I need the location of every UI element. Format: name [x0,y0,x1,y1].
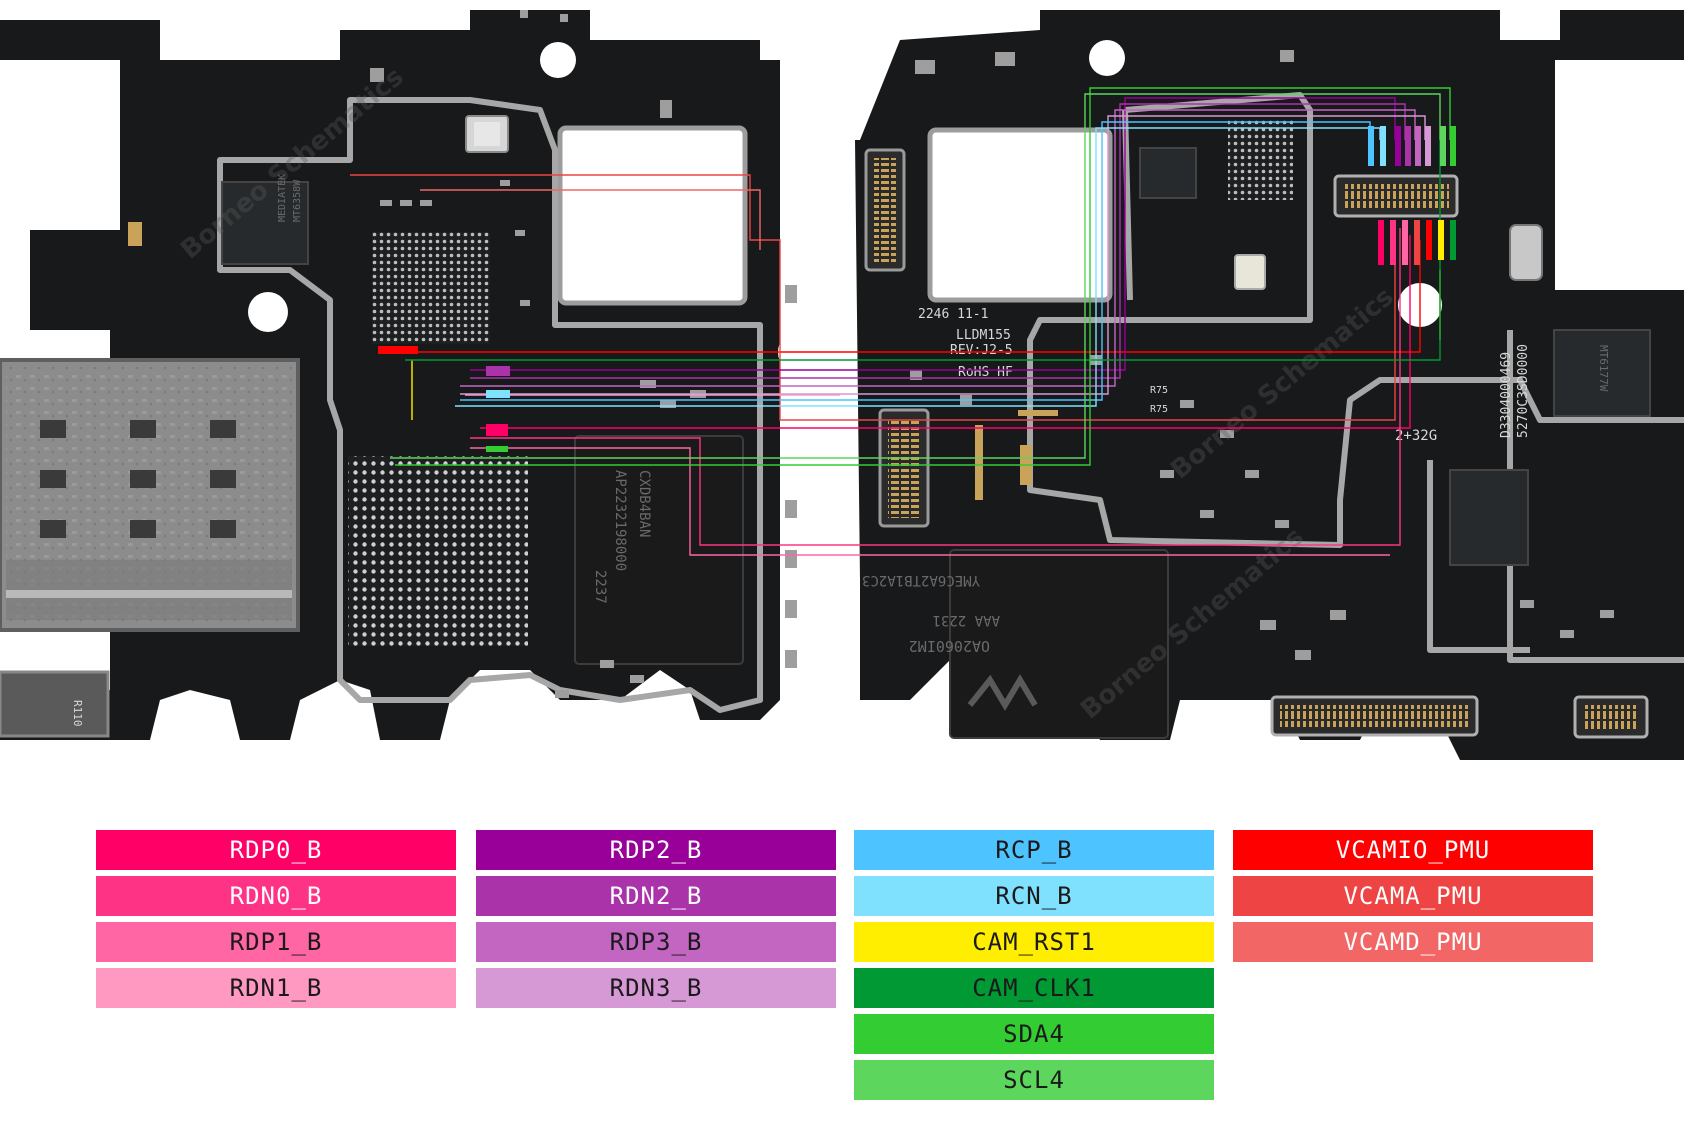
emmc-line1: YMEC6A2TB1A2C3 [862,572,980,588]
legend-swatch: SCL4 [854,1060,1214,1100]
legend-swatch: RDN3_B [476,968,836,1008]
legend-swatch: CAM_RST1 [854,922,1214,962]
legend-swatch: RDP3_B [476,922,836,962]
legend-swatch: RDN0_B [96,876,456,916]
legend-swatch: VCAMD_PMU [1233,922,1593,962]
silk-rohs: RoHS HF [958,365,1013,380]
silk-resistor-2: R75 [1150,404,1168,415]
nand-line3: 2237 [592,570,608,604]
nand-line2: AP2232198000 [612,470,628,571]
legend-swatch: RDP0_B [96,830,456,870]
emmc-line2: OA2060IM2 [909,637,990,655]
silk-serial-2: 5270C3SD0000 [1516,344,1531,438]
legend-swatch: RDN2_B [476,876,836,916]
left-board: MEDIATEK MT6358W CXDB4BAN AP2232198000 2… [0,10,822,740]
legend-swatch: RDN1_B [96,968,456,1008]
legend-swatch: RCP_B [854,830,1214,870]
right-board: YMEC6A2TB1A2C3 OA2060IM2 AAA 2231 MT6177… [855,10,1684,760]
pcb-board-photo: MEDIATEK MT6358W CXDB4BAN AP2232198000 2… [0,10,1684,760]
legend-swatch: CAM_CLK1 [854,968,1214,1008]
pmic-line2: MT6358W [292,179,303,222]
small-ic-mark: MT6177W [1597,345,1610,392]
legend-swatch: RDP1_B [96,922,456,962]
emmc-line3: AAA 2231 [933,612,1000,628]
legend-swatch: SDA4 [854,1014,1214,1054]
legend-swatch: VCAMIO_PMU [1233,830,1593,870]
silk-model: LLDM155 [956,328,1011,343]
silk-serial-1: D3304000469 [1499,352,1514,438]
silk-resistor-1: R75 [1150,385,1168,396]
trace-highlights [378,126,1456,452]
nand-line1: CXDB4BAN [636,470,652,537]
pmic-line1: MEDIATEK [277,174,288,222]
pcb-board-illustration: MEDIATEK MT6358W CXDB4BAN AP2232198000 2… [0,10,1684,760]
legend-swatch: RDP2_B [476,830,836,870]
silk-revision: REV:J2-5 [950,343,1013,358]
silk-cap-mark: 2+32G [1395,428,1437,444]
legend-swatch: RCN_B [854,876,1214,916]
legend-swatch: VCAMA_PMU [1233,876,1593,916]
svg-text:R110: R110 [71,700,84,727]
silk-date-code: 2246 11-1 [918,307,988,322]
signal-traces [350,87,1451,556]
